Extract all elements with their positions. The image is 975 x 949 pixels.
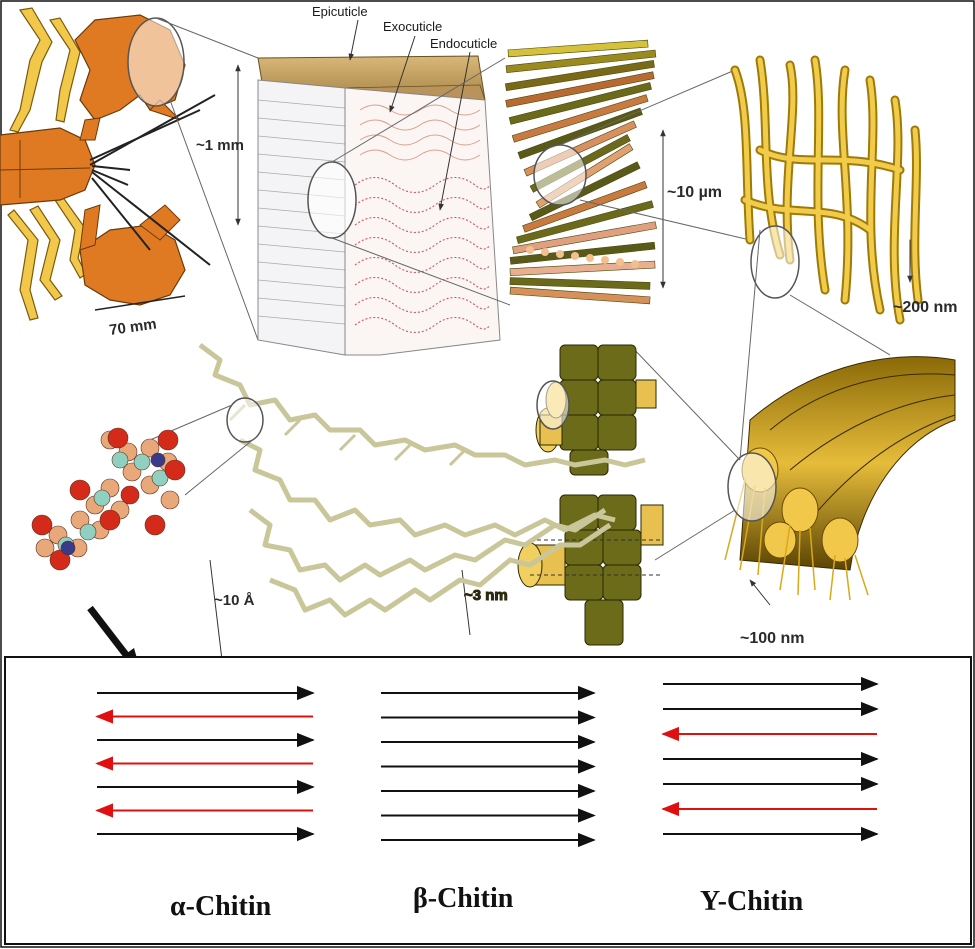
alpha-chitin-label: α-Chitin bbox=[170, 891, 272, 922]
zoom-circle-chain bbox=[226, 397, 264, 443]
pointer-exocuticle bbox=[389, 35, 416, 113]
pointer-endocuticle bbox=[438, 51, 471, 211]
label-3nm: ~3 nm bbox=[464, 587, 508, 604]
beta-chitin-label: β-Chitin bbox=[413, 883, 514, 914]
chain-orientation-diagrams bbox=[95, 676, 879, 848]
label-100nm: ~100 nm bbox=[740, 630, 804, 647]
arrow-set-3 bbox=[661, 676, 879, 842]
label-endocuticle: Endocuticle bbox=[430, 36, 497, 51]
scale-bar-70mm bbox=[94, 295, 186, 311]
zoom-circle-bundle bbox=[727, 452, 777, 522]
zoom-circle-cuticle bbox=[307, 161, 357, 239]
zoom-lines-claw bbox=[155, 17, 259, 341]
label-10A: ~10 Å bbox=[214, 592, 255, 609]
label-200nm: ~200 nm bbox=[893, 299, 957, 316]
chitin-molecule-model bbox=[31, 427, 186, 571]
gamma-chitin-label: Υ-Chitin bbox=[700, 886, 804, 917]
zoom-lines-bundle bbox=[629, 344, 741, 561]
scale-bar-10A bbox=[209, 559, 223, 661]
zoom-circle-fibers bbox=[750, 225, 800, 299]
arrow-set-2 bbox=[381, 685, 596, 848]
zoom-circle-fibril bbox=[536, 380, 570, 430]
arrow-set-1 bbox=[95, 685, 315, 842]
zoom-circle-plywood bbox=[533, 144, 587, 206]
zoom-circle-claw bbox=[127, 17, 185, 107]
twisted-plywood-structure: ~10 µm bbox=[504, 39, 722, 305]
label-epicuticle: Epicuticle bbox=[312, 4, 368, 19]
chitin-chains bbox=[198, 343, 646, 661]
scale-bar-100nm bbox=[749, 579, 771, 606]
pointer-epicuticle bbox=[348, 19, 359, 61]
fiber-bundle: ~100 nm bbox=[724, 356, 956, 647]
cuticle-block: ~1 mm Epicuticle Exocuticle Endocuticle bbox=[196, 4, 501, 356]
label-1mm: ~1 mm bbox=[196, 137, 244, 154]
zoom-lines-cuticle bbox=[331, 57, 511, 306]
chitin-forms-panel bbox=[4, 656, 972, 945]
lobster-illustration: 70 mm bbox=[0, 7, 216, 339]
fiber-network: ~200 nm bbox=[730, 55, 957, 325]
zoom-lines-fibers bbox=[739, 229, 891, 461]
label-10um: ~10 µm bbox=[667, 184, 722, 201]
label-70mm: 70 mm bbox=[108, 316, 157, 339]
fibril-clusters: ~3 nm bbox=[461, 344, 664, 646]
zoom-lines-plywood bbox=[559, 69, 751, 241]
label-exocuticle: Exocuticle bbox=[383, 19, 442, 34]
